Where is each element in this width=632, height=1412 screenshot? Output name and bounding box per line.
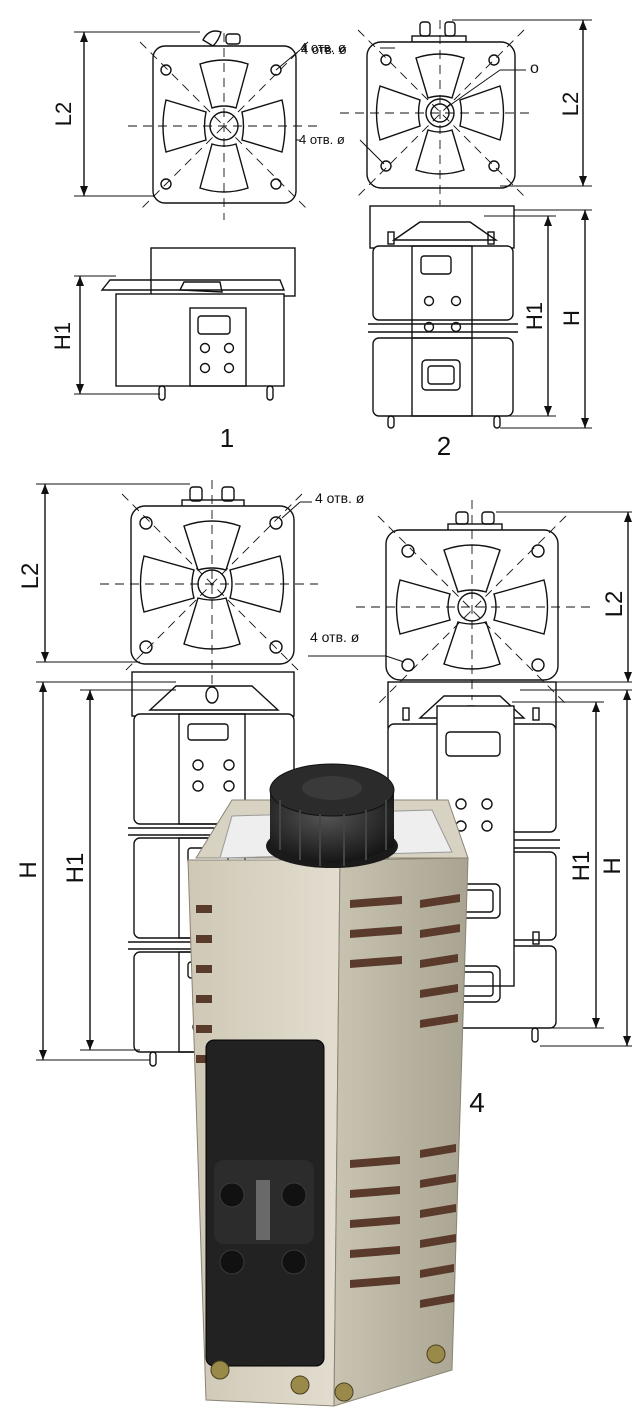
- view-1-side: H1: [50, 247, 296, 401]
- view-4-hole-label-lower: 4 отв. ø: [310, 629, 360, 645]
- view-2-h1-label: H1: [522, 302, 547, 330]
- view-4-h-label: H: [599, 857, 626, 874]
- view-1-hole-label-upper: 4 отв. ø: [301, 42, 347, 57]
- view-4-h1-label: H1: [568, 851, 595, 882]
- view-2-top: L2 4 отв. ø o: [300, 19, 592, 205]
- view-3-l2-label: L2: [17, 563, 44, 590]
- variac-photo-icon: [187, 763, 469, 1407]
- view-3-h-label: H: [15, 861, 42, 878]
- view-2-hole-label-upper: 4 отв. ø: [300, 40, 346, 55]
- view-1-top: L2 4 отв. ø 4 отв. ø: [51, 30, 347, 220]
- view-1-hole-label-lower: 4 отв. ø: [299, 132, 345, 147]
- view-1-l2-label: L2: [51, 102, 76, 126]
- view-1-number: 1: [220, 423, 234, 453]
- view-4-top: L2 4 отв. ø: [308, 500, 632, 705]
- view-1: L2 4 отв. ø 4 отв. ø H1: [50, 30, 347, 453]
- view-2: L2 4 отв. ø o: [300, 19, 592, 461]
- view-2-l2-label: L2: [558, 92, 583, 116]
- view-4-l2-label: L2: [601, 591, 628, 618]
- view-2-side: H1 H: [368, 205, 592, 429]
- view-1-h1-label: H1: [50, 322, 75, 350]
- view-4-number: 4: [469, 1087, 485, 1118]
- view-3-hole-label-upper: 4 отв. ø: [315, 490, 365, 506]
- view-2-h-label: H: [559, 310, 584, 326]
- view-2-center-label: o: [530, 60, 539, 77]
- view-3-h1-label: H1: [62, 853, 89, 884]
- view-2-number: 2: [437, 431, 451, 461]
- view-3-top: L2 4 отв. ø: [17, 480, 365, 690]
